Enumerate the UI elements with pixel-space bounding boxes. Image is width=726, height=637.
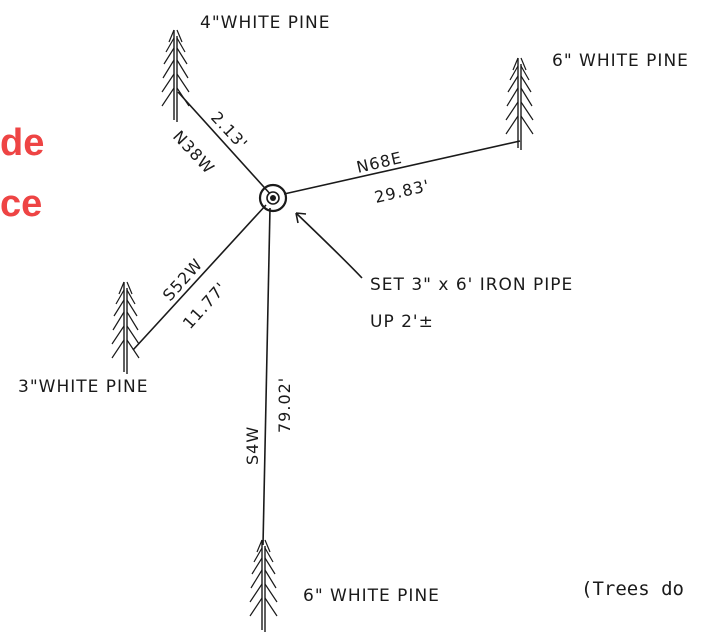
sidebar-fragment-line1: de	[0, 122, 44, 164]
tree-label-west: 3"WHITE PINE	[18, 377, 149, 397]
tree-label-east: 6" WHITE PINE	[552, 51, 689, 71]
pine-tree-icon-west	[111, 281, 140, 375]
pine-tree-icon-north	[161, 29, 190, 123]
footnote-text: (Trees do	[581, 578, 684, 600]
distance-south: 79.02'	[275, 377, 294, 433]
tie-line-east	[283, 140, 521, 195]
pipe-pointer-arrowhead	[295, 212, 307, 224]
distance-east: 29.83'	[373, 176, 432, 207]
tie-line-west	[132, 204, 267, 351]
iron-pipe-icon	[258, 183, 288, 213]
sidebar-fragment-line2: ce	[0, 183, 42, 225]
tree-label-south: 6" WHITE PINE	[303, 586, 440, 606]
pipe-note-line2: UP 2'±	[370, 312, 434, 332]
pipe-pointer-arrow	[295, 212, 363, 279]
tie-line-south	[262, 207, 271, 546]
tie-line-north	[177, 91, 273, 197]
bearing-north: N38W	[169, 127, 218, 178]
bearing-south: S4W	[243, 426, 262, 465]
pine-tree-icon-east	[505, 57, 534, 151]
tree-label-north: 4"WHITE PINE	[200, 13, 331, 33]
pine-tree-icon-south	[249, 539, 278, 633]
pipe-note-line1: SET 3" x 6' IRON PIPE	[370, 275, 573, 295]
